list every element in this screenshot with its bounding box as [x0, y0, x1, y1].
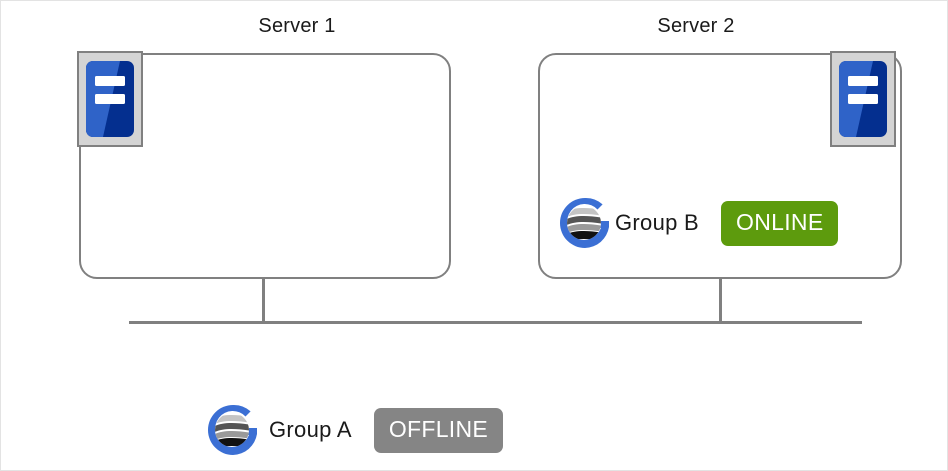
- network-bus-line: [129, 321, 862, 324]
- server-1-title: Server 1: [258, 15, 336, 37]
- server-2-connector-line: [719, 278, 722, 324]
- group-a-label: Group A: [269, 417, 352, 442]
- group-a-status-badge[interactable]: OFFLINE: [373, 407, 504, 453]
- group-b-label: Group B: [615, 210, 700, 235]
- group-a-row[interactable]: Group A OFFLINE: [205, 402, 504, 458]
- server-2-title: Server 2: [657, 15, 735, 37]
- cluster-group-logo-icon: [205, 402, 261, 458]
- cluster-group-logo-icon: [557, 195, 613, 251]
- server-rack-icon: [77, 51, 143, 147]
- group-b-row[interactable]: Group B ONLINE: [557, 195, 839, 251]
- server-rack-icon: [830, 51, 896, 147]
- group-b-status-badge[interactable]: ONLINE: [721, 200, 839, 246]
- server-1-connector-line: [262, 278, 265, 324]
